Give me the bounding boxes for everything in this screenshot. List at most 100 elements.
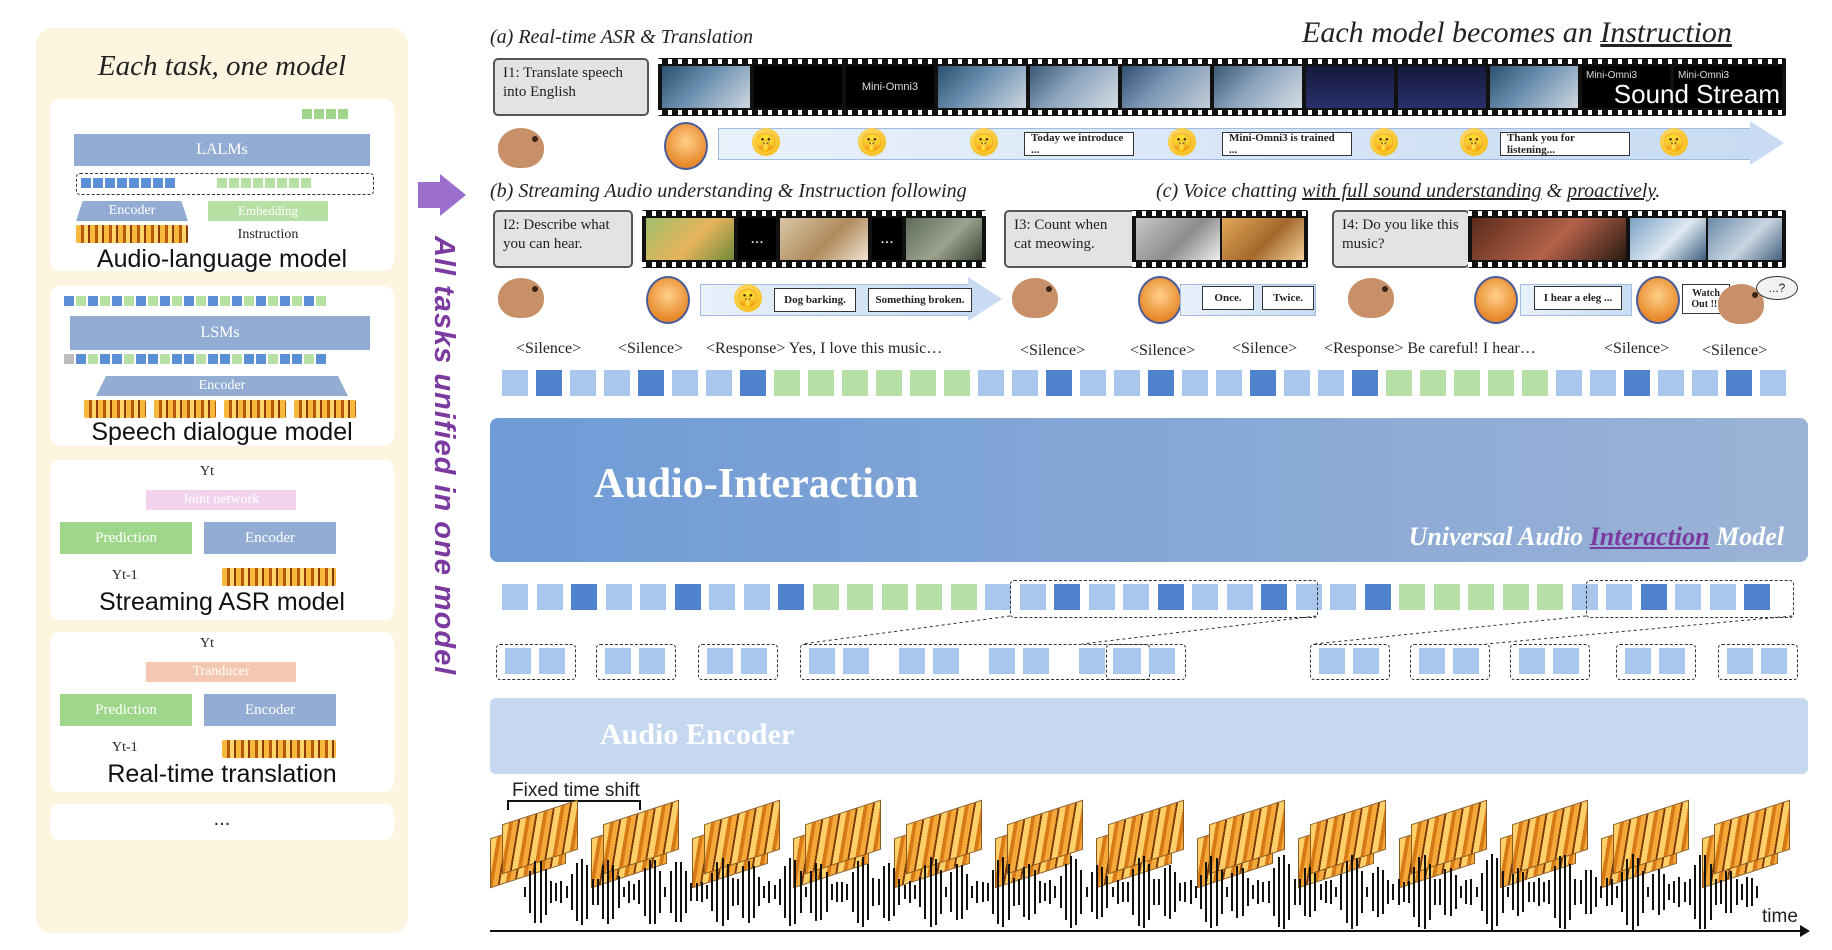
waveform-bar (1553, 865, 1556, 919)
waveform-bar (1642, 870, 1644, 914)
token-square (881, 584, 908, 610)
waveform-bar (706, 885, 708, 899)
waveform-bar (893, 868, 896, 916)
token-square (570, 370, 596, 396)
waveform-bar (1657, 869, 1660, 915)
ellipsis: ... (738, 218, 776, 260)
input-tokens (64, 354, 326, 364)
waveform-bar (529, 870, 532, 914)
waveform-bar (1428, 863, 1431, 921)
input-label: Yt-1 (112, 740, 138, 755)
embedding-block: Embedding (208, 201, 328, 221)
waveform-bar (1423, 855, 1426, 929)
waveform-bar (1751, 878, 1754, 906)
ellipsis: ... (872, 218, 902, 260)
waveform-bar (1756, 885, 1759, 899)
waveform-bar (867, 863, 870, 920)
waveform-bar (1694, 864, 1696, 920)
waveform-bar (1267, 881, 1270, 903)
model-name-audio-language: Audio-language model (96, 245, 348, 273)
waveform-bar (1454, 875, 1457, 909)
token-square (536, 584, 563, 610)
encoder-block: Encoder (76, 201, 188, 221)
lsms-block: LSMs (70, 316, 370, 350)
token-square (536, 370, 562, 396)
token-square (1352, 370, 1378, 396)
token-square (1261, 584, 1287, 610)
waveform-bar (1002, 856, 1005, 928)
token-square (847, 584, 873, 610)
token-square (1624, 370, 1650, 396)
segment-label: <Response> Be careful! I hear… (1324, 340, 1536, 357)
caption-bubble: Dog barking. (774, 288, 856, 312)
lalms-block: LALMs (74, 134, 370, 166)
waveform-bar (1392, 883, 1395, 901)
token-square (809, 648, 835, 674)
waveform-bar (1080, 870, 1083, 914)
waveform-bar (960, 865, 963, 919)
waveform-bar (1584, 870, 1587, 914)
waveform-bar (778, 878, 781, 906)
waveform-bar (836, 881, 838, 903)
prediction-block: Prediction (60, 694, 192, 726)
token-square (1080, 370, 1106, 396)
shush-emoji-icon: 🤫 (858, 128, 886, 156)
waveform-bar (1257, 879, 1260, 905)
spectrogram (294, 400, 356, 418)
waveform-bar (1205, 862, 1208, 922)
waveform-bar (1668, 883, 1670, 901)
waveform-bar (794, 859, 797, 925)
token-square (1386, 370, 1412, 396)
waveform-bar (1740, 884, 1743, 900)
waveform-bar (1038, 880, 1041, 904)
waveform-bar (1486, 860, 1488, 924)
token-sequence-box (76, 173, 374, 195)
waveform-bar (1382, 870, 1384, 914)
waveform-bar (1304, 868, 1306, 916)
waveform-bar (1720, 879, 1722, 905)
token-square (1148, 370, 1174, 396)
output-label: Yt (200, 464, 214, 479)
waveform-bar (1179, 882, 1182, 902)
caption-bubble: Mini-Omni3 is trained ... (1222, 132, 1352, 156)
waveform-bar (659, 870, 662, 914)
waveform-bar (1142, 856, 1145, 928)
waveform-bar (976, 881, 979, 903)
waveform-bar (654, 860, 656, 924)
waveform-bar (1324, 880, 1327, 904)
token-square (1519, 648, 1545, 674)
instruction-i3: I3: Count when cat meowing. (1004, 210, 1138, 268)
more-ellipsis: ... (213, 808, 231, 830)
waveform-bar (752, 866, 755, 918)
waveform-bar (1220, 870, 1223, 914)
waveform-bar (846, 884, 849, 900)
waveform-bar (1449, 868, 1452, 916)
token-square (1250, 370, 1276, 396)
waveform-bar (737, 878, 740, 906)
waveform-bar (1345, 861, 1348, 923)
waveform-bar (1137, 858, 1140, 926)
time-axis (490, 930, 1802, 932)
waveform-bar (1746, 877, 1748, 907)
waveform-bar (1506, 886, 1509, 898)
waveform-bar (763, 885, 766, 899)
waveform-bar (810, 871, 812, 913)
waveform-bar (1735, 879, 1738, 905)
token-square (640, 584, 666, 610)
token-square (709, 584, 735, 610)
waveform-bar (877, 878, 880, 906)
waveform-bar (1163, 867, 1166, 917)
query-bubble: ...? (1756, 276, 1798, 300)
waveform-bar (971, 885, 974, 899)
token-square (1012, 370, 1038, 396)
input-label: Yt-1 (112, 568, 138, 583)
audio-interaction-title: Audio-Interaction (594, 461, 919, 507)
waveform-bar (1652, 874, 1655, 910)
token-square (638, 370, 664, 396)
token-square (1054, 584, 1080, 610)
waveform-bar (1158, 879, 1161, 905)
token-square (1123, 584, 1149, 610)
waveform-bar (596, 878, 599, 906)
instruction-i2: I2: Describe what you can hear. (493, 210, 633, 268)
shush-emoji-icon: 🤫 (752, 128, 780, 156)
